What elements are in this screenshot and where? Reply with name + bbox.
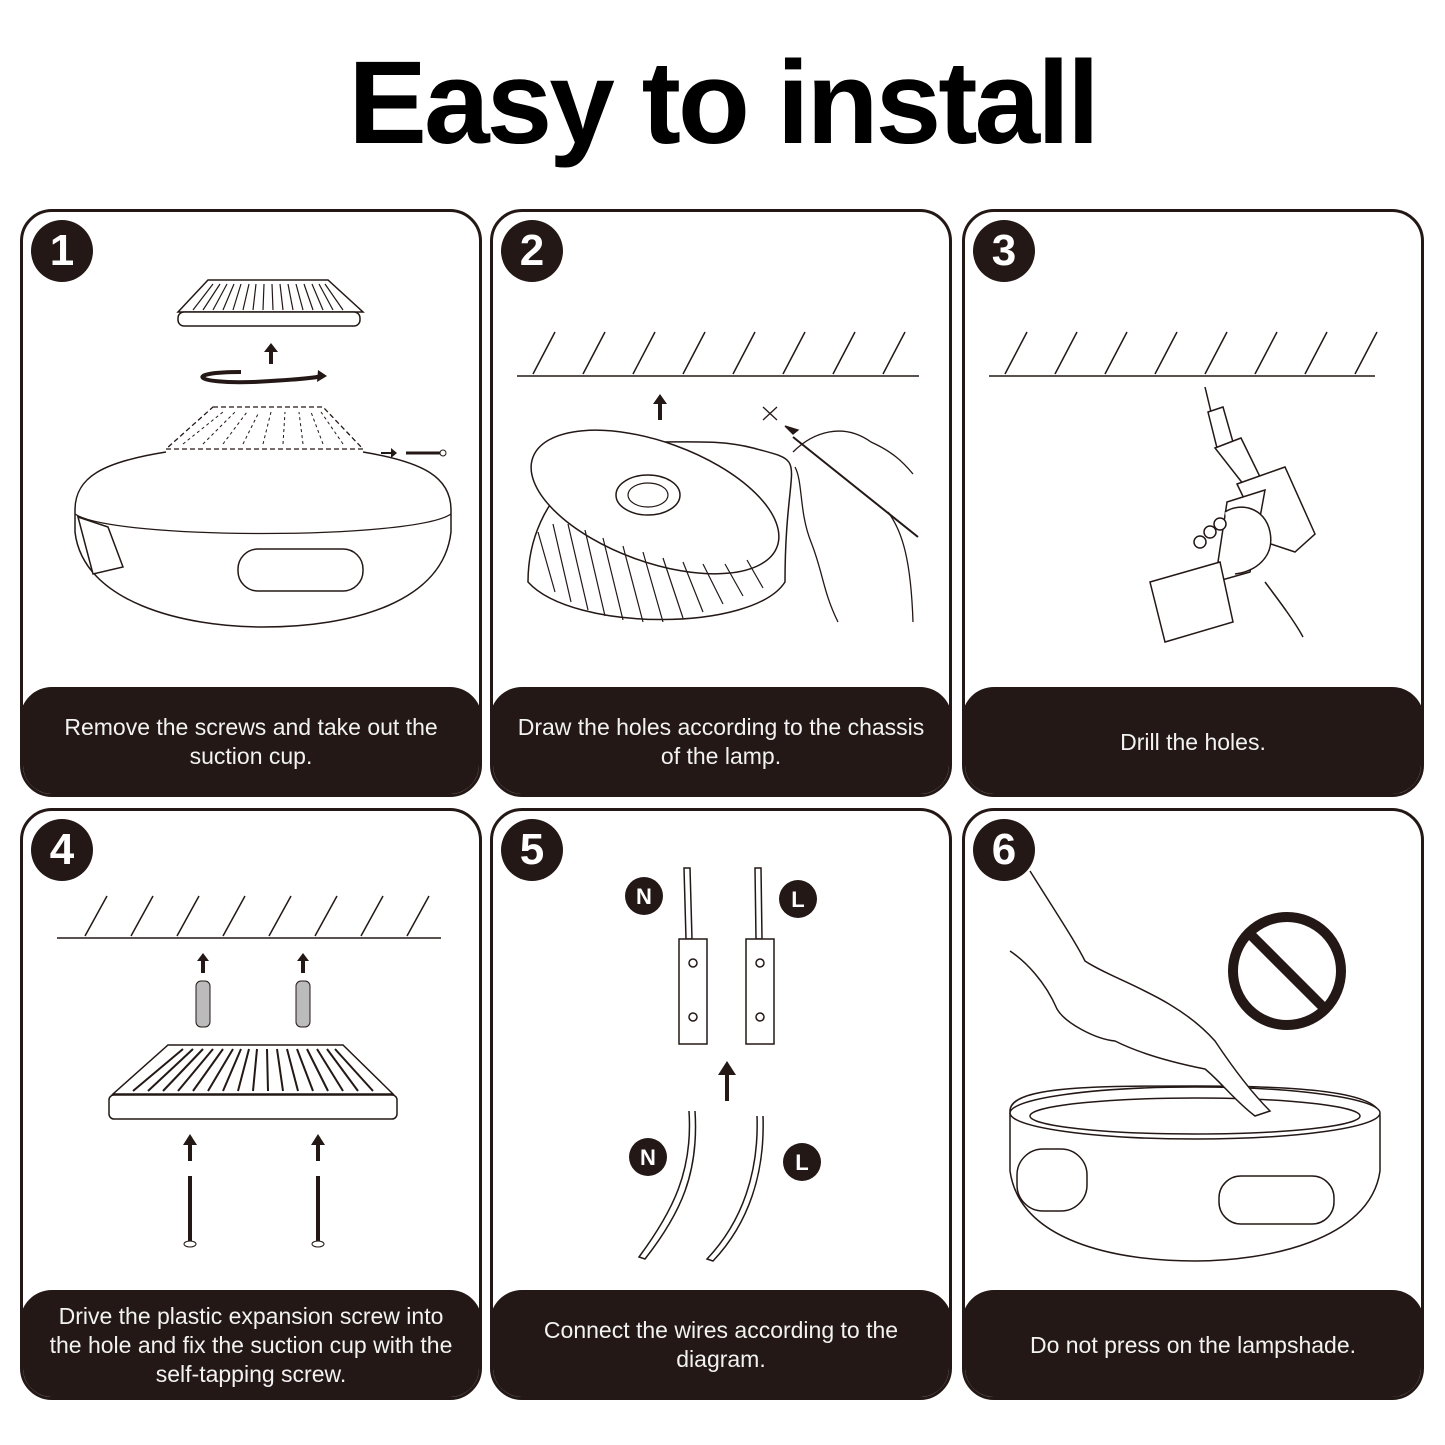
step-caption: Do not press on the lampshade. [965,1290,1421,1397]
step-card-4: 4 Drive the plastic expansion screw into… [20,808,482,1400]
no-press-warning-illustration [1009,870,1381,1262]
svg-text:N: N [640,1145,656,1170]
mark-ceiling-holes-illustration [517,331,919,623]
step-caption: Drill the holes. [965,687,1421,794]
neutral-label-bottom [629,1138,667,1176]
step-number-badge: 6 [973,819,1035,881]
step-card-6: 6 Do not press on the lampshade. [962,808,1424,1400]
step-number-badge: 5 [501,819,563,881]
step-caption: Drive the plastic expansion screw into t… [23,1290,479,1397]
lamp-remove-suction-cup-illustration [74,279,452,628]
step-card-3: 3 Drill the holes. [962,209,1424,797]
neutral-label-top [625,877,663,915]
svg-text:N: N [636,884,652,909]
drill-ceiling-illustration [989,331,1378,643]
step-number-badge: 3 [973,220,1035,282]
step-caption: Connect the wires according to the diagr… [493,1290,949,1397]
mount-suction-cup-illustration [57,895,441,1248]
live-label-top [779,880,817,918]
step-card-1: 1 Remove the screws and take out the suc… [20,209,482,797]
step-number-badge: 1 [31,220,93,282]
step-number-badge: 2 [501,220,563,282]
step-caption: Draw the holes according to the chassis … [493,687,949,794]
page-title: Easy to install [348,37,1100,169]
svg-text:L: L [795,1150,808,1175]
step-card-5: N L N L 5 Connect the wires according to… [490,808,952,1400]
step-caption: Remove the screws and take out the sucti… [23,687,479,794]
live-label-bottom [783,1143,821,1181]
step-number-badge: 4 [31,819,93,881]
prohibited-icon [1228,912,1346,1030]
svg-text:L: L [791,887,804,912]
step-card-2: 2 Draw the holes according to the chassi… [490,209,952,797]
wire-connection-illustration: N L N L [625,867,821,1262]
